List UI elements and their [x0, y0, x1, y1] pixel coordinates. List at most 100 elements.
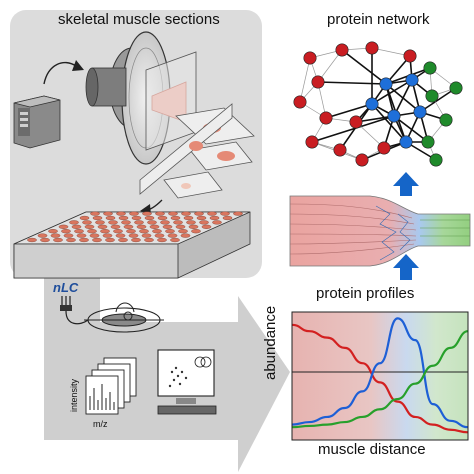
well [92, 237, 102, 243]
well [105, 215, 116, 221]
well [118, 237, 128, 243]
network-node-blue [405, 73, 419, 87]
muscle-tendon-illustration [289, 195, 471, 267]
network-node-green [425, 89, 439, 103]
abundance-plot [291, 311, 469, 441]
well [89, 233, 100, 238]
series-line-2 [291, 317, 469, 429]
well [105, 237, 115, 243]
well [74, 229, 84, 234]
well [220, 211, 230, 216]
network-node-green [421, 135, 435, 149]
well [178, 229, 188, 234]
network-node-green [423, 61, 437, 75]
network-node-red [355, 153, 369, 167]
well [69, 220, 79, 225]
well [134, 220, 144, 225]
well [50, 233, 61, 238]
well [180, 233, 191, 238]
slide-icon [139, 103, 255, 199]
curved-arrow-1-head [72, 60, 84, 71]
network-node-green [449, 81, 463, 95]
well [188, 224, 199, 229]
well [37, 233, 48, 238]
network-node-red [349, 115, 363, 129]
mz-label: m/z [93, 419, 108, 429]
network-edge [393, 115, 429, 143]
network-node-red [305, 135, 319, 149]
plot-frame [291, 311, 469, 441]
well [108, 220, 118, 225]
network-node-blue [399, 135, 413, 149]
well [233, 211, 243, 216]
well [157, 215, 168, 221]
ms-spectra-icon [85, 357, 137, 415]
well [79, 215, 90, 221]
network-edge [317, 81, 387, 85]
series-line-3 [291, 330, 469, 429]
well [157, 237, 167, 243]
well [209, 215, 220, 221]
well [126, 229, 136, 234]
well [175, 224, 186, 229]
well [92, 215, 103, 221]
x-axis-label: muscle distance [318, 441, 426, 458]
well [201, 224, 212, 229]
well [149, 224, 160, 229]
well [155, 211, 165, 216]
well [183, 215, 194, 221]
network-node-red [303, 51, 317, 65]
up-arrow-icon [393, 172, 419, 196]
network-edge [299, 57, 311, 103]
series-line-1 [291, 323, 469, 434]
well [222, 215, 233, 221]
well [144, 215, 155, 221]
well [100, 229, 110, 234]
well [110, 224, 121, 229]
well [48, 229, 58, 234]
well [128, 233, 139, 238]
well [71, 224, 82, 229]
well [181, 211, 191, 216]
well-plate-icon [13, 211, 251, 279]
well [152, 229, 162, 234]
well [173, 220, 183, 225]
network-edge [393, 79, 413, 117]
well [129, 211, 139, 216]
well [116, 211, 126, 216]
well [90, 211, 100, 216]
well [115, 233, 126, 238]
network-title: protein network [327, 11, 430, 28]
cryostat-icon [13, 95, 61, 149]
network-edge [371, 79, 413, 105]
plot-background [292, 312, 468, 440]
well [162, 224, 173, 229]
well [186, 220, 196, 225]
well [66, 237, 76, 243]
network-node-red [377, 141, 391, 155]
well [76, 233, 87, 238]
network-node-red [311, 75, 325, 89]
well [170, 215, 181, 221]
up-arrow-icon [393, 254, 419, 280]
well [123, 224, 134, 229]
well [82, 220, 92, 225]
computer-icon [157, 349, 217, 415]
well [63, 233, 74, 238]
network-edge [419, 87, 457, 113]
well [84, 224, 95, 229]
well [121, 220, 131, 225]
network-node-blue [387, 109, 401, 123]
y-axis-label: abundance [262, 305, 279, 380]
well [53, 237, 63, 243]
well [136, 224, 147, 229]
network-node-red [335, 43, 349, 57]
well [196, 215, 207, 221]
well [167, 233, 178, 238]
network-edge [317, 49, 343, 83]
well [95, 220, 105, 225]
well [191, 229, 201, 234]
profiles-title: protein profiles [316, 285, 415, 302]
well [113, 229, 123, 234]
